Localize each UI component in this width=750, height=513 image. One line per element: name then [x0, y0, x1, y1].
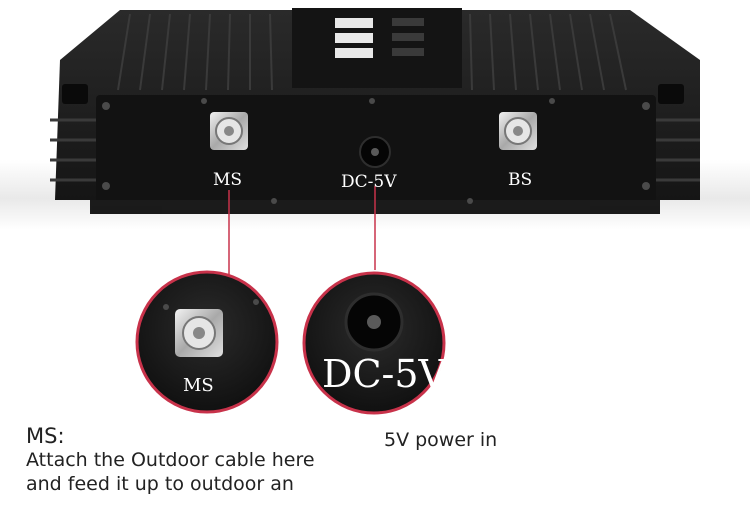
- lcd-display: [292, 8, 462, 88]
- ms-caption-description: Attach the Outdoor cable here and feed i…: [26, 448, 356, 496]
- dc-port-label: DC-5V: [341, 172, 397, 192]
- ms-caption-line1: Attach the Outdoor cable here: [26, 449, 315, 471]
- bs-port-label: BS: [508, 170, 533, 190]
- dc-zoom-circle: [302, 271, 446, 415]
- bs-connector-icon: [499, 112, 537, 150]
- device-feet: [92, 206, 660, 214]
- dc-jack-icon: [359, 136, 391, 168]
- dc-zoom-label: DC-5V: [322, 352, 447, 396]
- ms-zoom-label: MS: [183, 375, 214, 396]
- ms-port-label: MS: [213, 170, 243, 190]
- ms-connector-icon: [210, 112, 248, 150]
- ms-zoom-circle: [135, 270, 279, 414]
- ms-caption-title: MS:: [26, 424, 65, 448]
- ms-caption-line2: and feed it up to outdoor an: [26, 473, 294, 495]
- dc-caption: 5V power in: [384, 429, 498, 451]
- callout-lines: [228, 186, 376, 276]
